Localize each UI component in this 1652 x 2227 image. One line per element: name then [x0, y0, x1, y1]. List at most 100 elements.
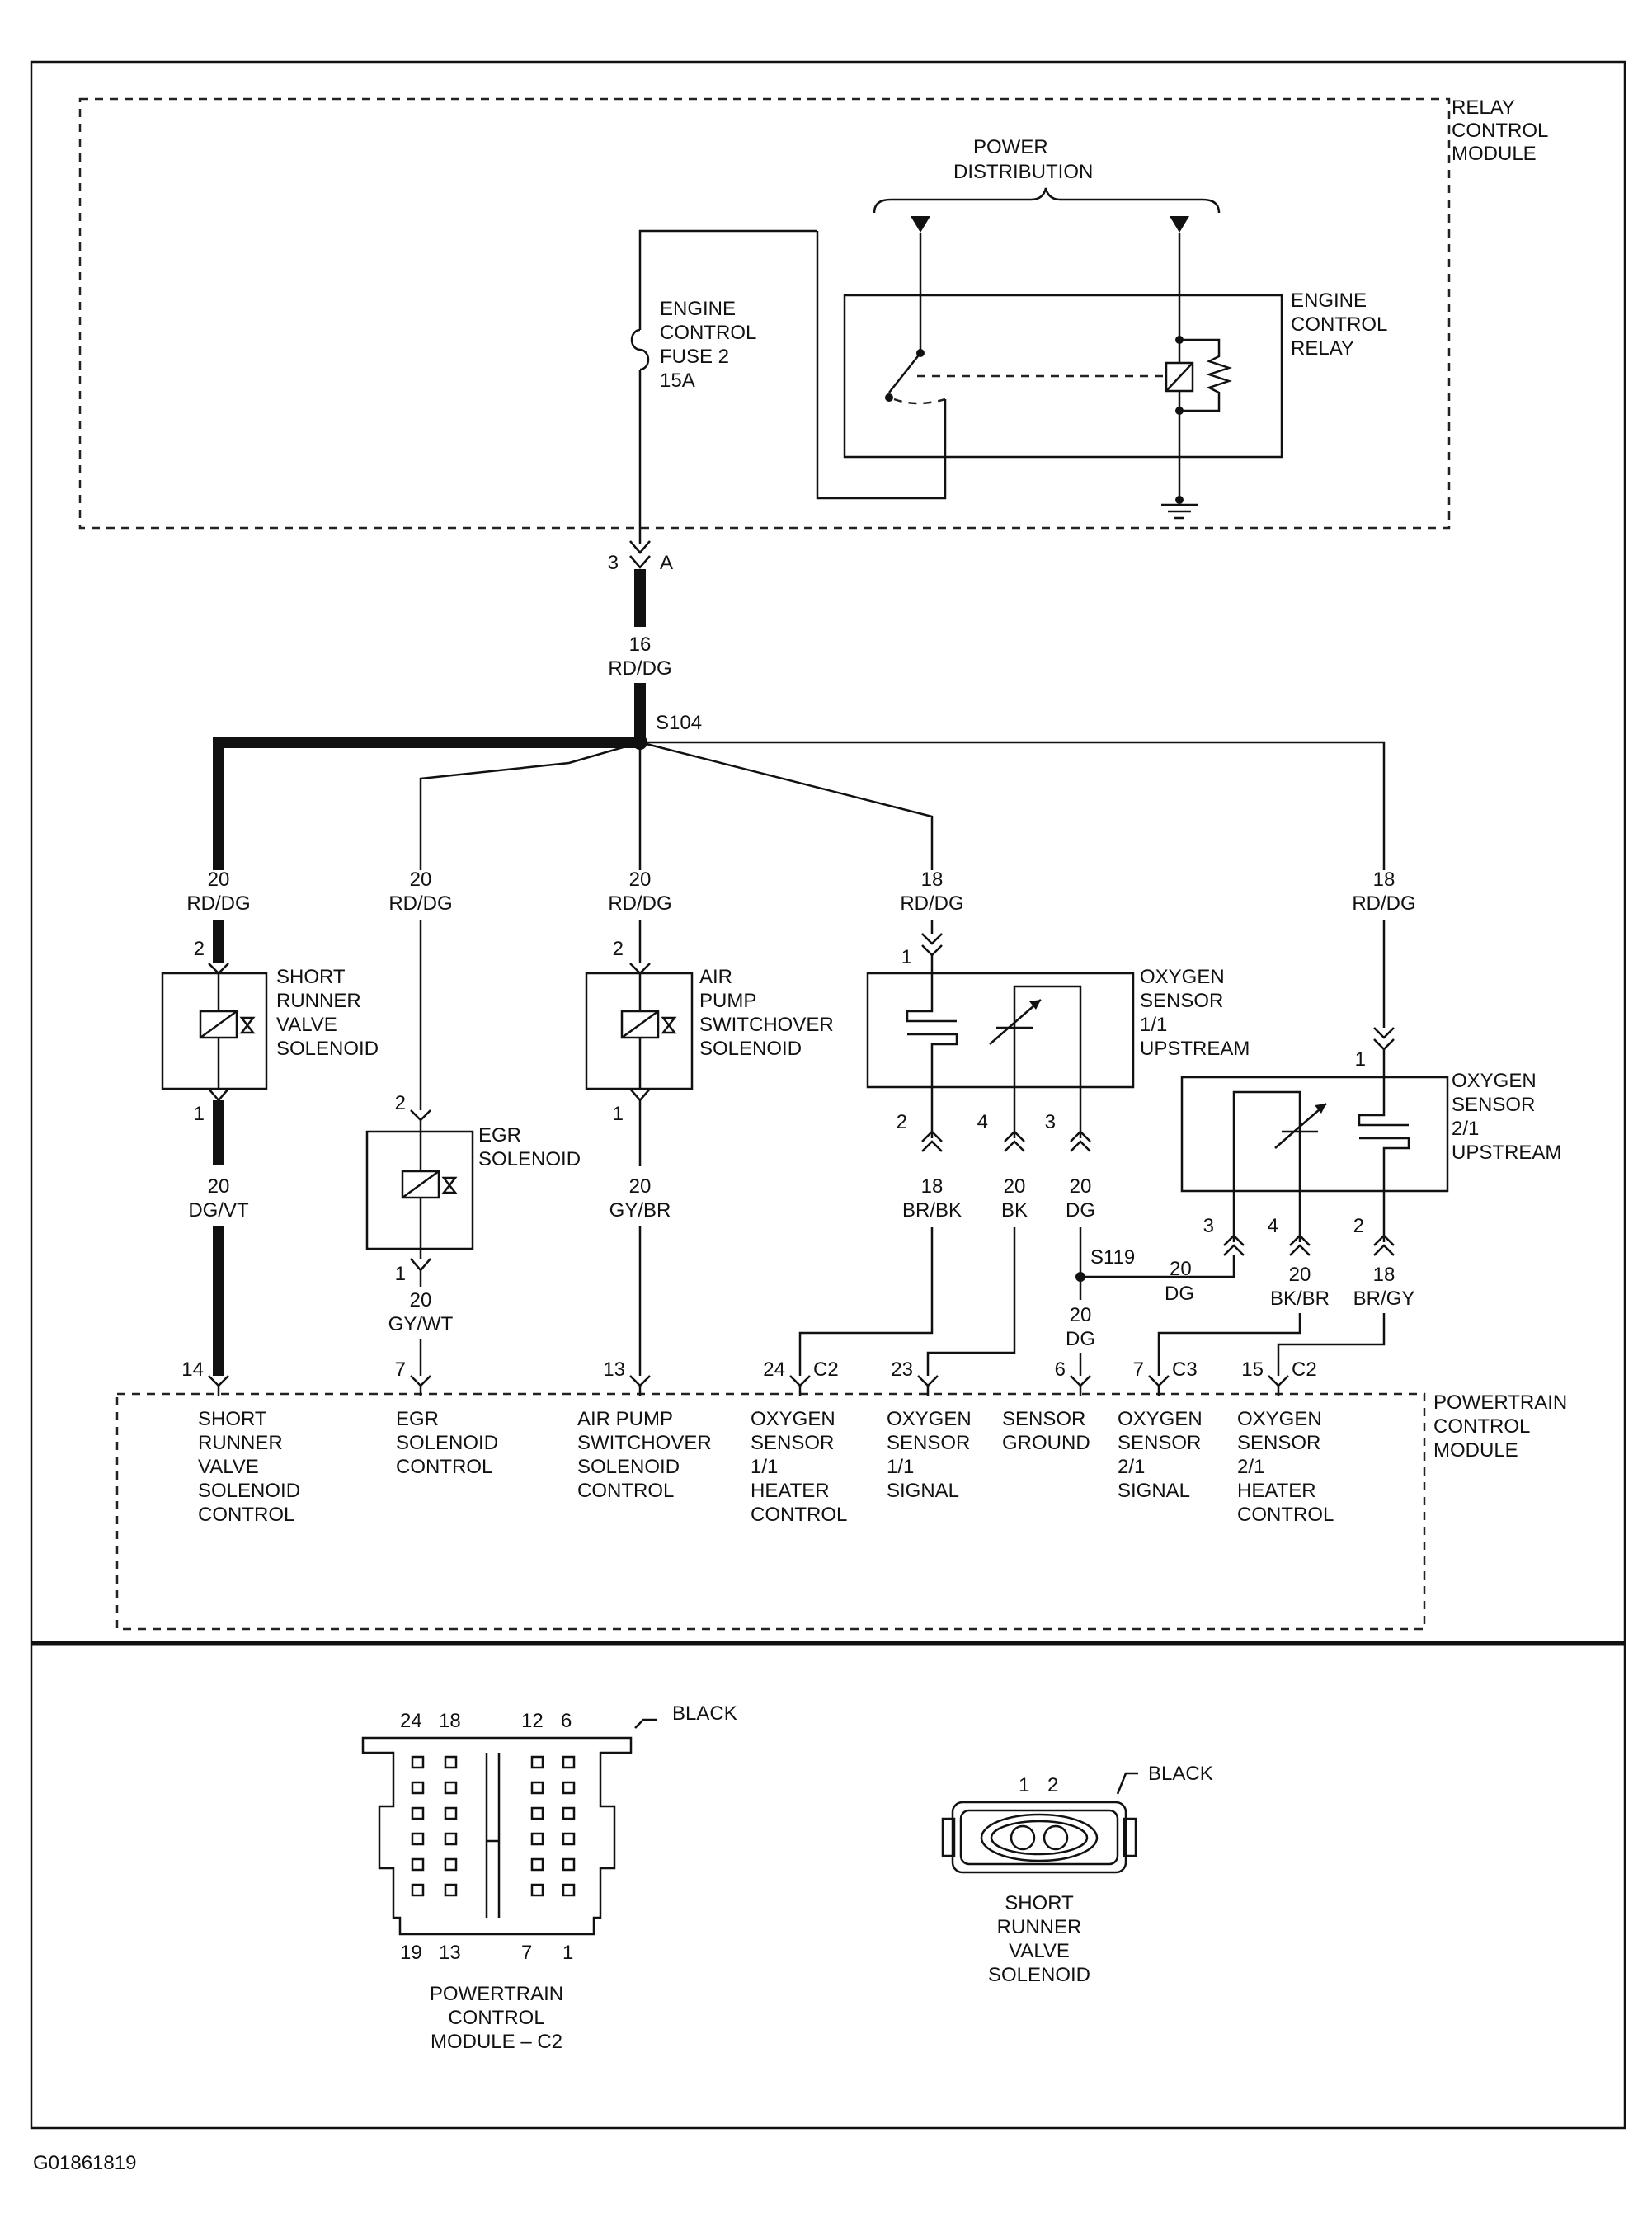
o2-11-variable-arrow	[989, 999, 1042, 1045]
main-wire-gauge: 16	[629, 633, 652, 656]
pcm-c2-pin-cavity	[444, 1806, 458, 1820]
fuse-symbol	[630, 328, 650, 371]
pcm-c2-top-pin-24: 24	[400, 1710, 422, 1732]
o2-21-pin-2: 2	[1353, 1215, 1364, 1237]
pcm-terminal-label: SENSOR	[1002, 1408, 1085, 1430]
srv-conn-caption-4: SOLENOID	[988, 1964, 1090, 1986]
o2-21-signal-wire	[1157, 1313, 1301, 1376]
o2-21-label-4: UPSTREAM	[1452, 1142, 1561, 1164]
pcm-c2-pin-cavity	[562, 1781, 576, 1795]
o2-11-heater-wire-color: BR/BK	[902, 1199, 962, 1222]
srv-valve-icon	[239, 1016, 256, 1034]
o2-11-heater-element	[906, 955, 958, 1087]
pcm-c2-pin-cavity	[562, 1832, 576, 1846]
o2-11-pin-top: 1	[901, 946, 912, 968]
o2-21-label-2: SENSOR	[1452, 1094, 1535, 1116]
feed-egr-color: RD/DG	[388, 892, 452, 915]
egr-label-1: EGR	[478, 1124, 521, 1146]
o2-21-pin-4: 4	[1268, 1215, 1278, 1237]
srv-conn-left-latch	[941, 1817, 956, 1857]
pcm-terminal-label: RUNNER	[198, 1432, 283, 1454]
relay-suppression-resistor	[1179, 338, 1232, 412]
pcm-terminal-label: SOLENOID	[577, 1456, 680, 1478]
o2-21-heater-wire	[1277, 1313, 1386, 1376]
srv-conn-inner-shell	[959, 1809, 1119, 1866]
air-coil-mark	[621, 1010, 659, 1039]
pcm-boundary	[115, 1392, 1426, 1631]
pcm-terminal-label: AIR PUMP	[577, 1408, 673, 1430]
air-pin-top-connector	[629, 963, 651, 975]
o2-21-pin4-connector	[1289, 1234, 1311, 1256]
o2-11-label-4: UPSTREAM	[1140, 1038, 1250, 1060]
o2-21-ground-wire	[1138, 1255, 1235, 1278]
pcm-terminal-label: SENSOR	[1237, 1432, 1320, 1454]
relay-ground-node	[1175, 496, 1184, 504]
air-label-3: SWITCHOVER	[699, 1014, 834, 1036]
srv-conn-caption-2: RUNNER	[997, 1916, 1082, 1938]
pcm-terminal-label: SENSOR	[1118, 1432, 1201, 1454]
pcm-c2-pin-cavity	[530, 1781, 544, 1795]
pcm-c2-pin-cavity	[411, 1781, 425, 1795]
srv-solenoid-box	[161, 972, 268, 1090]
o2-21-label-3: 2/1	[1452, 1118, 1479, 1140]
srv-pin-top-connector	[208, 963, 229, 975]
pcm-terminal-label: CONTROL	[1237, 1504, 1334, 1526]
relay-output-wire	[816, 231, 947, 500]
pcm-c2-pin-cavity	[444, 1781, 458, 1795]
feed-o2-11-color: RD/DG	[900, 892, 963, 915]
srv-conn-terminal-2	[1043, 1824, 1069, 1851]
srv-conn-right-latch	[1123, 1817, 1137, 1857]
pcm-terminal-label: HEATER	[1237, 1480, 1316, 1502]
srv-conn-pin-2: 2	[1047, 1774, 1058, 1796]
o2-21-signal-wire-gauge: 20	[1289, 1264, 1311, 1286]
pcm-terminal-label: HEATER	[751, 1480, 830, 1502]
pcm-c2-pin-cavity	[444, 1883, 458, 1897]
o2-11-label-1: OXYGEN	[1140, 966, 1225, 988]
pcm-terminal-label: SOLENOID	[198, 1480, 300, 1502]
power-distribution-label-1: POWER	[973, 136, 1048, 158]
splice-s104-label: S104	[656, 712, 702, 734]
relay-label-1: ENGINE	[1291, 290, 1367, 312]
srv-conn-outer-shell	[951, 1801, 1127, 1874]
pcm-terminal-pin: 13	[603, 1358, 625, 1381]
pcm-terminal-connector	[789, 1375, 811, 1396]
o2-21-heater-element	[1358, 1049, 1410, 1191]
feed-air-color: RD/DG	[608, 892, 671, 915]
fuse-label-4: 15A	[660, 370, 695, 392]
pcm-terminal-label: CONTROL	[751, 1504, 847, 1526]
fuse-supply-wire	[638, 229, 817, 330]
relay-switch-arm	[888, 352, 921, 393]
air-coil	[620, 1010, 660, 1039]
pcm-terminal-pin: 24	[763, 1358, 785, 1381]
srv-label-2: RUNNER	[276, 990, 361, 1012]
pcm-terminal-label: SWITCHOVER	[577, 1432, 712, 1454]
pcm-terminal-label: SHORT	[198, 1408, 267, 1430]
feed-air-gauge: 20	[629, 869, 652, 891]
pcm-terminal-connector	[208, 1375, 229, 1396]
pcm-terminal-label: EGR	[396, 1408, 439, 1430]
pcm-c2-top-pin-6: 6	[561, 1710, 572, 1732]
relay-module-label-1: RELAY	[1452, 97, 1515, 119]
ground-icon	[1161, 503, 1198, 520]
pcm-terminal-label: CONTROL	[396, 1456, 492, 1478]
pcm-c2-top-pin-12: 12	[521, 1710, 544, 1732]
pcm-terminal-label: 2/1	[1118, 1456, 1145, 1478]
pcm-terminal-label: CONTROL	[577, 1480, 674, 1502]
o2-11-pin-4: 4	[977, 1111, 988, 1133]
pcm-terminal-label: 1/1	[751, 1456, 778, 1478]
o2-11-signal-wire-gauge: 20	[1004, 1175, 1026, 1198]
branch-wire-o2-21	[640, 741, 1386, 870]
pcm-c2-connector-shell	[361, 1736, 633, 1936]
egr-pin-bottom: 1	[395, 1263, 406, 1285]
pcm-label-1: POWERTRAIN	[1433, 1391, 1567, 1414]
feed-srv-gauge: 20	[208, 869, 230, 891]
splice-s119-label: S119	[1090, 1246, 1135, 1269]
srv-conn-face-inner	[990, 1820, 1089, 1856]
pcm-c2-caption-2: CONTROL	[448, 2007, 544, 2029]
air-lower-wire-gauge: 20	[629, 1175, 652, 1198]
relay-module-label-3: MODULE	[1452, 143, 1537, 165]
relay-coil-mark	[1165, 362, 1193, 392]
srv-lower-wire-color: DG/VT	[188, 1199, 249, 1222]
relay-label-2: CONTROL	[1291, 313, 1387, 336]
